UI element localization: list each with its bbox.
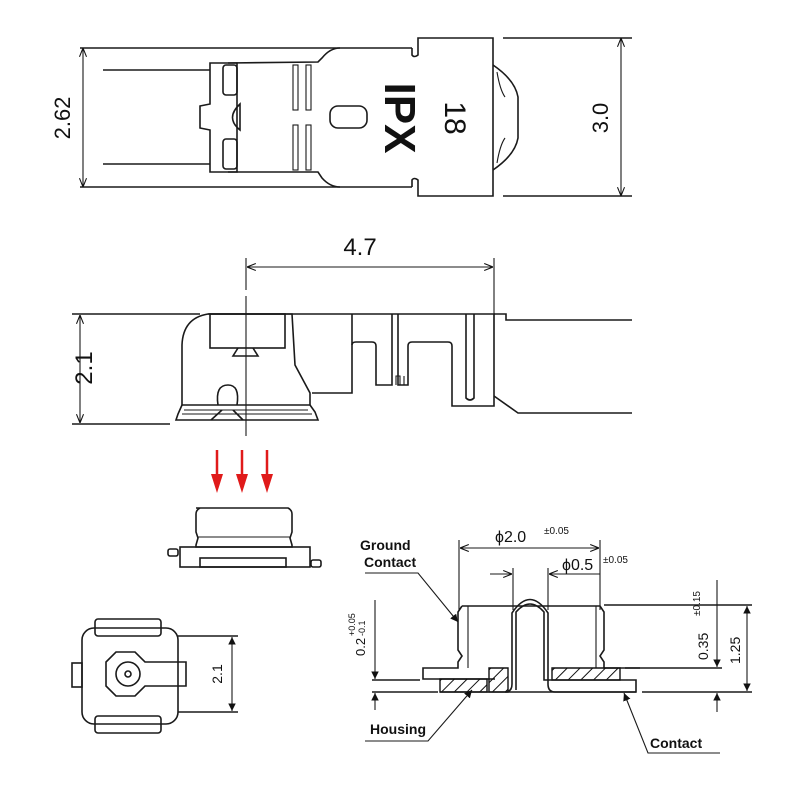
- part-marking-18: 18: [438, 101, 471, 134]
- label-ground-contact: Ground: [360, 537, 411, 553]
- side-view: 4.7 2.1: [71, 234, 632, 436]
- tol-outer-diameter: ±0.05: [544, 526, 569, 537]
- dim-outer-diameter: ϕ2.0: [495, 529, 526, 546]
- dim-3-0: 3.0: [588, 103, 613, 134]
- dim-mated-gap: 0.35: [695, 633, 711, 660]
- tol-base-thickness-minus: -0.1: [357, 620, 367, 636]
- tol-base-thickness-plus: +0.05: [347, 613, 357, 636]
- red-arrow-icon: [211, 450, 223, 493]
- red-arrow-icon: [236, 450, 248, 493]
- label-contact: Contact: [650, 735, 702, 751]
- dim-base-thickness: 0.2: [353, 638, 368, 656]
- dim-pin-diameter: ϕ0.5: [562, 557, 593, 574]
- cross-section: ϕ2.0 ±0.05 ϕ0.5 ±0.05 Ground Contact 0.2…: [347, 526, 752, 754]
- label-housing: Housing: [370, 721, 426, 737]
- dim-total-height: 1.25: [727, 637, 743, 664]
- dim-2-1-footprint: 2.1: [209, 664, 225, 684]
- brand-marking-ipx: IPX: [375, 83, 424, 154]
- tol-pin-diameter: ±0.05: [603, 555, 628, 566]
- mating-illustration: [167, 450, 322, 568]
- dim-2-62: 2.62: [50, 97, 75, 140]
- red-arrow-icon: [261, 450, 273, 493]
- label-ground-contact-2: Contact: [364, 554, 416, 570]
- footprint-view: 2.1: [71, 618, 238, 734]
- tol-mated-gap: ±0.15: [692, 591, 703, 616]
- top-view: 2.62 3.0 IPX 18: [50, 37, 632, 197]
- dim-2-1-side: 2.1: [71, 351, 98, 384]
- dim-4-7: 4.7: [343, 234, 376, 261]
